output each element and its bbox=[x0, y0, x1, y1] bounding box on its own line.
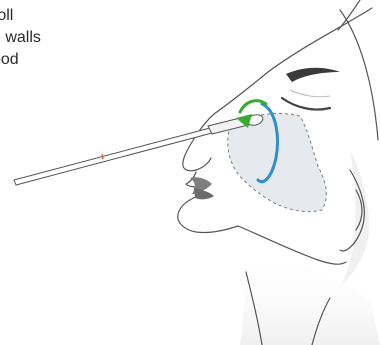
lips-icon bbox=[190, 177, 214, 199]
closed-eye-icon bbox=[282, 68, 340, 110]
nasal-swab-icon bbox=[14, 113, 264, 185]
